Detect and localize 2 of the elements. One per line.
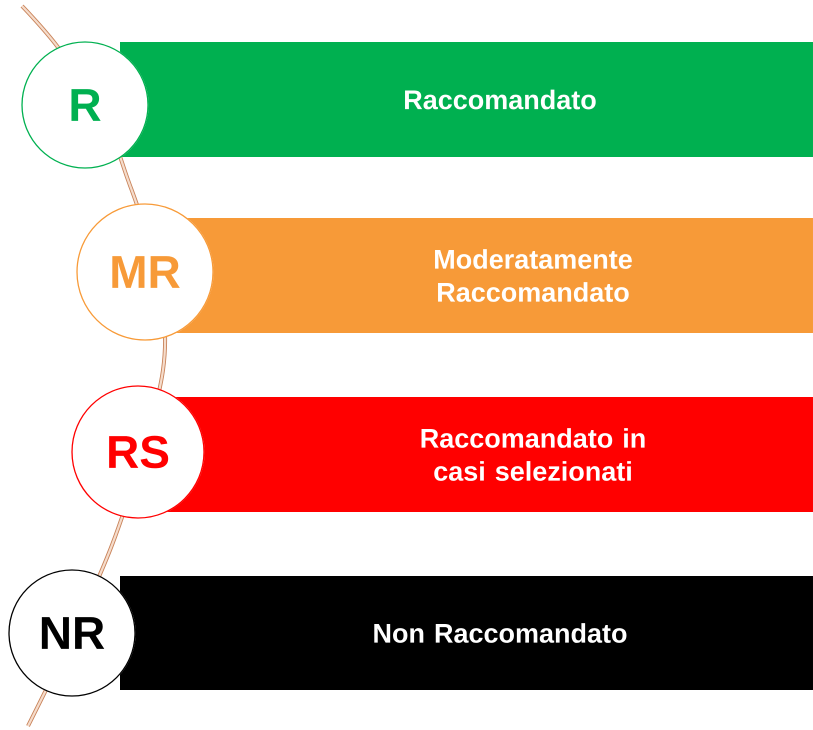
label-bar: Non Raccomandato [120,576,813,690]
label-bar: Raccomandato [120,42,813,157]
